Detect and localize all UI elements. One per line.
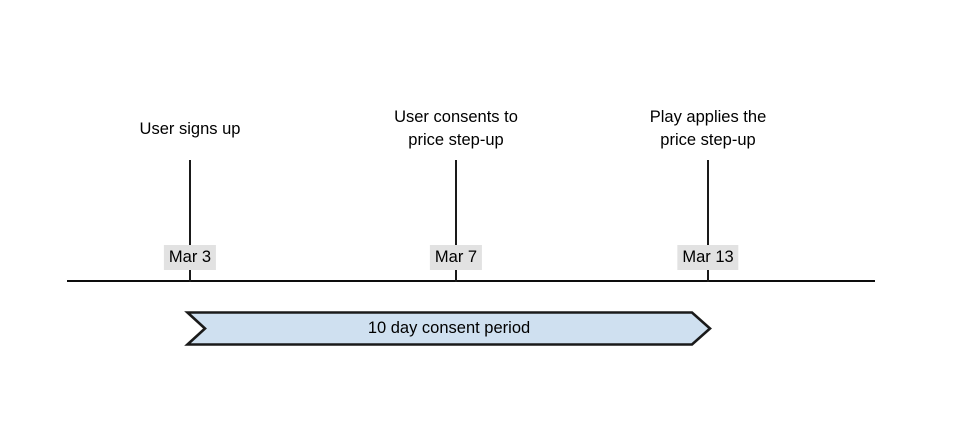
event-label-line: price step-up <box>660 131 756 149</box>
event-stem-user-consents <box>455 160 457 282</box>
date-chip-mar-7: Mar 7 <box>429 245 483 270</box>
date-chip-mar-13: Mar 13 <box>677 245 739 270</box>
timeline-axis <box>67 280 875 282</box>
event-label-line: User signs up <box>139 120 241 138</box>
consent-period-banner: 10 day consent period <box>184 311 712 346</box>
event-label-line: Play applies the <box>649 108 767 126</box>
date-chip-mar-3: Mar 3 <box>163 245 217 270</box>
event-stem-play-applies <box>707 160 709 282</box>
event-stem-user-signs-up <box>189 160 191 282</box>
event-label-user-consents: User consents to price step-up <box>394 106 518 152</box>
event-label-user-signs-up: User signs up <box>140 118 241 141</box>
event-label-line: User consents to <box>394 108 518 126</box>
consent-period-chevron-shape <box>184 311 712 346</box>
event-label-play-applies: Play applies the price step-up <box>650 106 767 152</box>
event-label-line: price step-up <box>408 131 504 149</box>
